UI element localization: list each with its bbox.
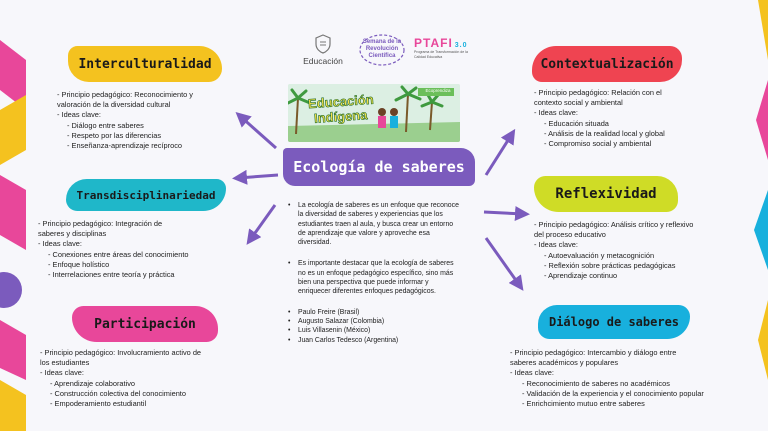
banner-tag: Ecoprendiza <box>425 88 451 93</box>
transdisciplinariedad-title: Transdisciplinariedad <box>66 179 226 211</box>
reflexividad-text: - Principio pedagógico: Análisis crítico… <box>534 220 694 281</box>
right-decoration <box>754 0 768 380</box>
center-bullet: • La ecología de saberes es un enfoque q… <box>288 202 459 247</box>
center-title: Ecología de saberes <box>283 148 475 186</box>
participacion-text: - Principio pedagógico: Involucramiento … <box>40 348 202 409</box>
arrow-to-dialogo <box>484 237 524 291</box>
bullet-dot-icon: • <box>288 202 291 209</box>
bullet-dot-icon: • <box>288 308 291 316</box>
dialogo-text: - Principio pedagógico: Intercambio y di… <box>510 348 704 409</box>
arrow-to-contextualizacion <box>484 128 516 176</box>
bullet-dot-icon: • <box>288 260 291 268</box>
arrow-to-participacion <box>246 204 277 245</box>
arrow-to-reflexividad <box>483 206 530 222</box>
contextualizacion-text: - Principio pedagógico: Relación con el … <box>534 88 665 149</box>
authors-list: •Paulo Freire (Brasil) •Augusto Salazar … <box>288 308 488 345</box>
interculturalidad-text: - Principio pedagógico: Reconocimiento y… <box>57 90 193 151</box>
revolucion-text: Semana de la Revolución Científica <box>362 39 402 59</box>
contextualizacion-title: Contextualización <box>532 46 682 82</box>
spiral-icon <box>359 34 405 66</box>
arrow-to-transdisciplinariedad <box>232 169 279 185</box>
revolucion-logo: Semana de la Revolución Científica <box>356 30 408 70</box>
transdisciplinariedad-text: - Principio pedagógico: Integración de s… <box>38 219 189 280</box>
center-bullet: • Es importante destacar que la ecología… <box>288 260 454 296</box>
dialogo-title: Diálogo de saberes <box>538 305 690 339</box>
author-item: •Juan Carlos Tedesco (Argentina) <box>288 336 399 344</box>
bullet-dot-icon: • <box>288 327 291 335</box>
arrow-to-interculturalidad <box>235 112 277 150</box>
author-item: •Luis Villasenin (México) <box>288 327 371 335</box>
educacion-logo: Educación <box>296 34 350 70</box>
reflexividad-title: Reflexividad <box>534 176 678 212</box>
bullet-dot-icon: • <box>288 336 291 344</box>
banner-illustration-icon <box>288 84 460 142</box>
ptafi-subtext: Programa de Transformación de la Calidad… <box>414 50 468 59</box>
author-item: •Augusto Salazar (Colombia) <box>288 317 385 325</box>
author-item: •Paulo Freire (Brasil) <box>288 308 360 316</box>
left-decoration <box>0 0 26 431</box>
bullet-dot-icon: • <box>288 317 291 325</box>
participacion-title: Participación <box>72 306 218 342</box>
interculturalidad-title: Interculturalidad <box>68 46 222 82</box>
center-description: • La ecología de saberes es un enfoque q… <box>288 201 488 345</box>
educacion-indigena-banner: Educación Indígena Ecoprendiza <box>288 84 460 142</box>
educacion-label: Educación <box>303 56 343 66</box>
shield-icon <box>315 34 331 54</box>
